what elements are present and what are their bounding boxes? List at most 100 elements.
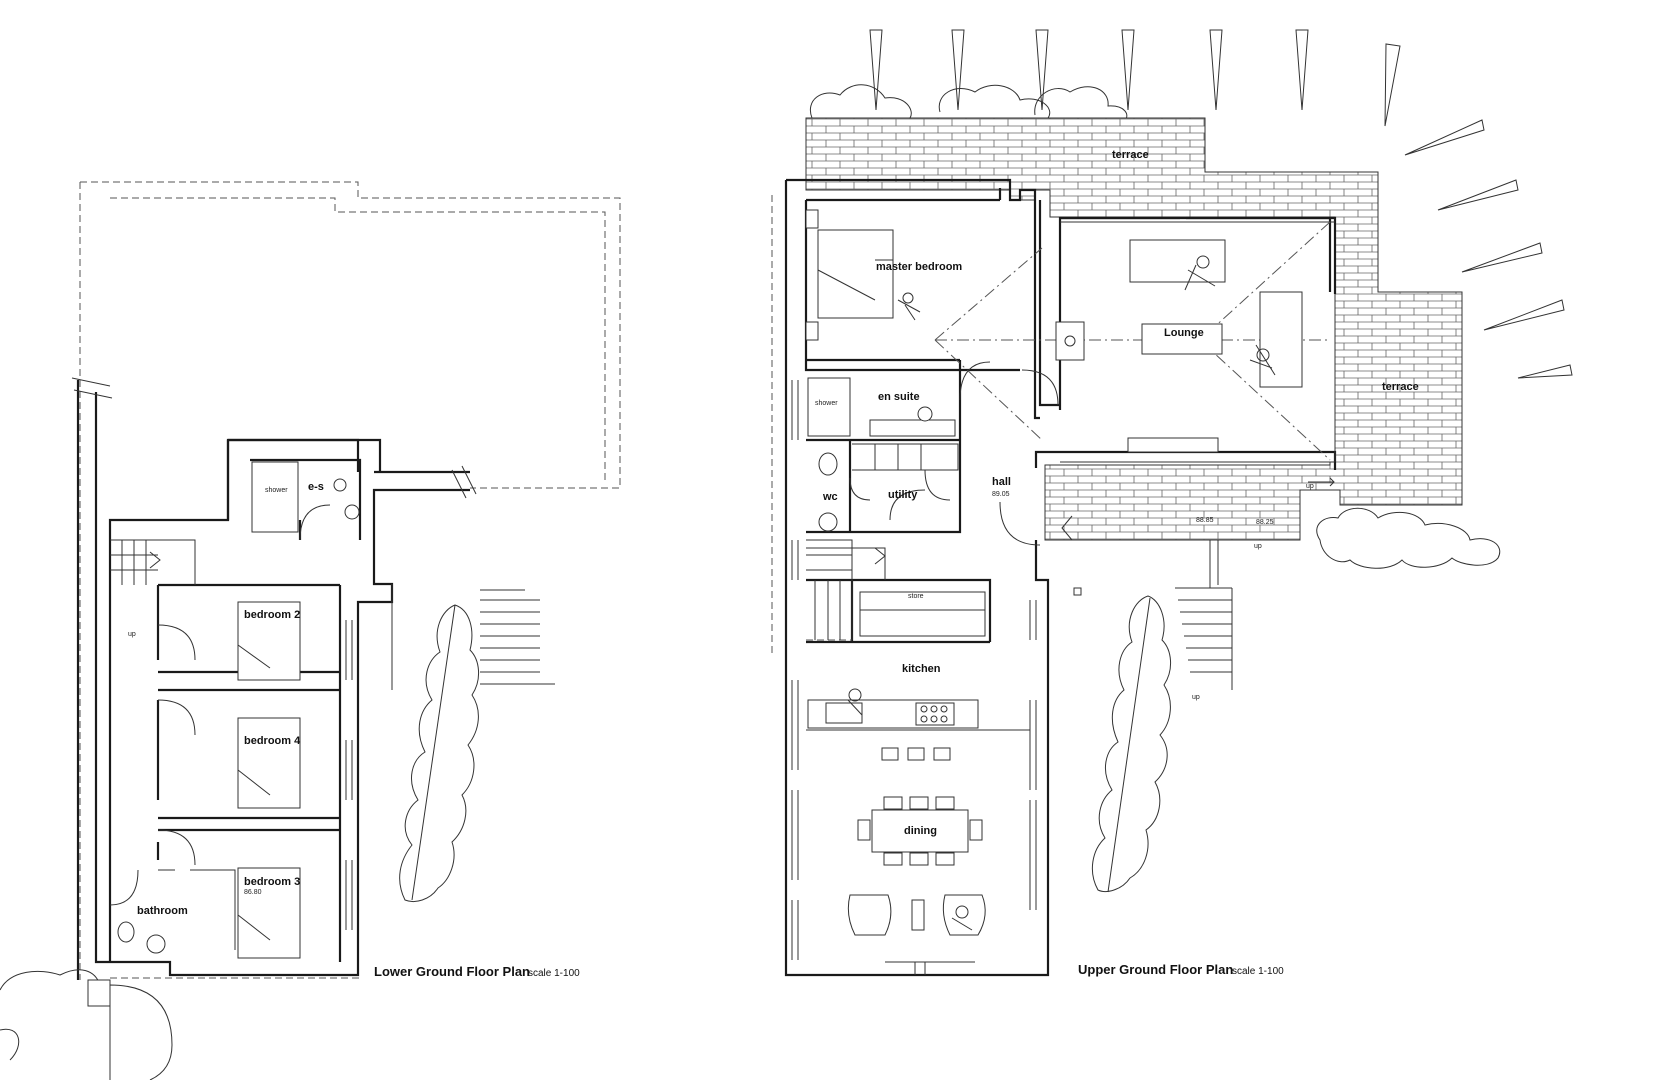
bed-bedroom-4 bbox=[237, 717, 301, 809]
bedroom-2-label: bedroom 2 bbox=[244, 609, 300, 621]
hob-rings bbox=[920, 705, 948, 723]
lower-plan-scale: scale 1-100 bbox=[528, 968, 580, 979]
master-bed bbox=[817, 229, 894, 319]
lower-es-label: e-s bbox=[308, 481, 324, 493]
lower-shower-label: shower bbox=[265, 487, 288, 494]
bathroom-partition bbox=[158, 869, 236, 950]
kitchen-stools bbox=[881, 747, 951, 761]
lounge-label: Lounge bbox=[1164, 327, 1204, 339]
lounge-sideboard bbox=[1127, 437, 1219, 453]
wc-basin bbox=[818, 512, 838, 532]
seated-figures bbox=[847, 255, 1276, 931]
es-wc bbox=[333, 478, 347, 492]
lower-tree-trunk bbox=[411, 604, 456, 901]
bed-covers bbox=[237, 644, 271, 941]
lower-door-swings bbox=[109, 504, 331, 906]
up-label-lower-steps: up bbox=[1192, 694, 1200, 701]
lower-stair bbox=[110, 539, 196, 585]
lounge-stove-flue bbox=[1064, 335, 1076, 347]
upper-door-swings bbox=[849, 361, 1059, 546]
hall-level: 89.05 bbox=[992, 491, 1010, 498]
utility-units bbox=[852, 443, 959, 471]
upper-floor-outline-inner bbox=[110, 197, 606, 480]
upper-stair bbox=[806, 539, 886, 640]
bedroom-3-level: 86.80 bbox=[244, 889, 262, 896]
terrace-right-label: terrace bbox=[1382, 381, 1419, 393]
level-a: 88.85 bbox=[1196, 517, 1214, 524]
break-line-mid bbox=[451, 465, 477, 499]
lower-plan-title: Lower Ground Floor Plan bbox=[374, 964, 530, 979]
terrace-top-label: terrace bbox=[1112, 149, 1149, 161]
terrace-top bbox=[805, 117, 1463, 541]
lounge-chairs-dining bbox=[847, 894, 986, 936]
upper-shrubs bbox=[1316, 507, 1501, 569]
master-bedside-bottom bbox=[805, 321, 819, 341]
master-bedside-top bbox=[805, 209, 819, 229]
store-label: store bbox=[908, 593, 924, 600]
ensuite-wc bbox=[917, 406, 933, 422]
lounge-sofa-right bbox=[1259, 291, 1303, 388]
ensuite-shower-label: shower bbox=[815, 400, 838, 407]
upper-outer-walls bbox=[784, 178, 1332, 977]
upper-floor-outline bbox=[80, 181, 621, 489]
upper-plan-title: Upper Ground Floor Plan bbox=[1078, 962, 1233, 977]
master-bed-cover bbox=[817, 259, 893, 301]
lower-garden-arc bbox=[109, 984, 173, 1080]
master-bedroom-walls bbox=[804, 188, 1060, 407]
right-tree-spikes bbox=[1404, 119, 1573, 379]
upper-tree bbox=[1091, 595, 1171, 892]
roof-hip-lines bbox=[934, 221, 1331, 461]
upper-left-windows bbox=[791, 380, 799, 960]
dining-doors bbox=[885, 961, 975, 975]
bedroom-4-label: bedroom 4 bbox=[244, 735, 301, 747]
terrace-step-lines bbox=[1205, 539, 1245, 585]
level-b: 88.25 bbox=[1256, 519, 1274, 526]
wc-label: wc bbox=[822, 491, 838, 503]
bathroom-basin bbox=[146, 934, 166, 954]
master-bedroom-label: master bedroom bbox=[876, 261, 962, 273]
dining-table bbox=[871, 809, 969, 853]
entry-arrow bbox=[1061, 515, 1073, 541]
up-label-steps: up bbox=[1254, 543, 1262, 550]
lower-es-wall bbox=[226, 438, 382, 540]
es-basin bbox=[344, 504, 360, 520]
lower-outer-wall bbox=[76, 380, 470, 980]
kitchen-sink bbox=[825, 702, 863, 724]
ensuite-shower bbox=[807, 377, 851, 437]
lounge-sofa-top bbox=[1129, 239, 1226, 283]
terrace-up-arrow bbox=[1308, 477, 1335, 487]
lower-garden-clouds bbox=[0, 969, 101, 1061]
top-tree-spikes bbox=[869, 29, 1401, 127]
lounge-window-lines bbox=[1060, 221, 1336, 463]
dining-label: dining bbox=[904, 825, 937, 837]
upper-ground-floor-plan: terrace master bedroom Lounge terrace en… bbox=[771, 29, 1573, 977]
bedroom-3-label: bedroom 3 bbox=[244, 876, 300, 888]
lower-up-label: up bbox=[128, 631, 136, 638]
utility-label: utility bbox=[888, 489, 918, 501]
lower-external-steps bbox=[391, 584, 555, 690]
hall-label: hall bbox=[992, 476, 1011, 488]
upper-tree-trunk bbox=[1107, 597, 1151, 893]
bathroom-wc bbox=[117, 921, 135, 943]
upper-external-steps bbox=[1175, 540, 1233, 690]
es-shower-tray bbox=[251, 461, 299, 533]
ensuite-vanity bbox=[869, 419, 956, 437]
lounge-coffee-table bbox=[1141, 323, 1223, 355]
lower-door-step bbox=[87, 979, 111, 1007]
dining-chairs bbox=[857, 796, 983, 866]
en-suite-label: en suite bbox=[878, 391, 920, 403]
break-line-left bbox=[71, 377, 113, 399]
bathroom-label: bathroom bbox=[137, 905, 188, 917]
up-label-terrace: up bbox=[1306, 483, 1314, 490]
store-units bbox=[859, 591, 986, 637]
wc-toilet bbox=[818, 452, 838, 476]
lower-tree bbox=[399, 604, 479, 902]
upper-right-windows bbox=[1029, 600, 1037, 910]
bed-bedroom-3 bbox=[237, 867, 301, 959]
top-trees bbox=[809, 84, 1128, 121]
kitchen-label: kitchen bbox=[902, 663, 941, 675]
kitchen-hob bbox=[915, 702, 955, 726]
lower-ground-floor-plan: shower e-s bedroom 2 bedroom 4 bedroom 3… bbox=[0, 181, 621, 1080]
lower-windows bbox=[345, 620, 353, 930]
